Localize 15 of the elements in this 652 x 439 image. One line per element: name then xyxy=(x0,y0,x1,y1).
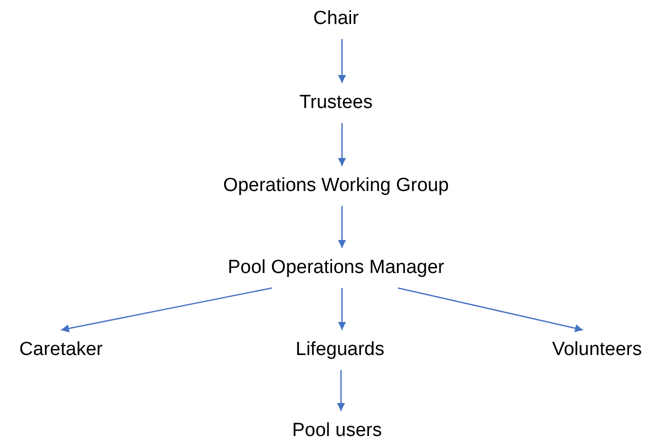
arrow xyxy=(338,288,346,330)
arrow xyxy=(338,39,346,83)
arrow xyxy=(337,370,345,411)
node-label: Volunteers xyxy=(552,339,642,361)
arrow xyxy=(60,287,272,332)
node-label: Operations Working Group xyxy=(223,175,449,197)
arrow xyxy=(338,123,346,166)
node-label: Lifeguards xyxy=(296,339,384,361)
node-label: Trustees xyxy=(299,92,373,114)
arrow xyxy=(338,206,346,248)
node-label: Pool Operations Manager xyxy=(228,257,444,279)
arrow xyxy=(398,287,584,332)
node-label: Pool users xyxy=(292,420,382,439)
node-label: Chair xyxy=(313,8,359,30)
node-label: Caretaker xyxy=(19,339,103,361)
